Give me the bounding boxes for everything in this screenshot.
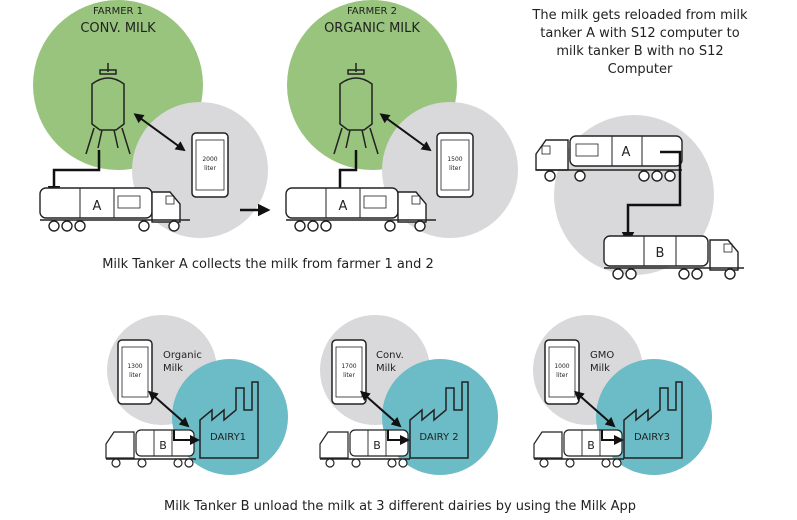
dairy-label: DAIRY3 [634,432,670,443]
reload-group: The milk gets reloaded from milk tanker … [531,8,748,280]
phone-unit: liter [204,165,216,172]
phone-factory-arrow [360,390,402,428]
tanker-letter: B [373,439,381,452]
collect-caption: Milk Tanker A collects the milk from far… [102,257,434,272]
tanker-to-dairy-arrow [387,430,410,445]
dairy-3-circle [596,359,712,475]
silo-icon [85,63,131,155]
tanker-to-dairy-arrow [601,430,624,445]
tanker-letter: B [656,246,665,261]
dairy-1-circle [172,359,288,475]
reload-text-line4: Computer [608,62,673,77]
transfer-arrow [621,150,682,245]
phone-value: 1500 [447,156,462,163]
farmer-1-label-line1: FARMER 1 [93,6,143,17]
silo-phone-arrow [379,113,432,152]
tanker-b-icon: B [533,429,624,468]
tanker-b-icon: B [603,235,744,280]
farmer-2-label-line1: FARMER 2 [347,6,397,17]
dairy-3-group: 1000 liter GMO Milk DAIRY3 B [533,315,712,475]
phone-icon: 1000 liter [544,339,580,405]
farmer-1-label-line2: CONV. MILK [80,21,156,36]
milk-type-line1: Organic [163,350,202,361]
phone-icon: 1300 liter [117,339,153,405]
phone-icon: 2000 liter [191,132,229,198]
phone-unit: liter [449,165,461,172]
tanker-letter: B [159,439,167,452]
silo-phone-arrow [133,113,186,152]
factory-icon [409,381,469,459]
phone-unit: liter [556,372,568,379]
milk-type-line2: Milk [590,363,610,374]
tanker-to-dairy-arrow [173,430,200,445]
tanker-a-icon: A [285,187,436,232]
silo-to-tanker-arrow [333,150,358,203]
tanker-letter: A [339,199,348,214]
tanker-a-icon: A [39,187,190,232]
farmer-2-label-line2: ORGANIC MILK [324,21,420,36]
milk-type-line2: Milk [163,363,183,374]
dairy-label: DAIRY1 [210,432,246,443]
dairy-2-group: 1700 liter Conv. Milk DAIRY 2 B [319,315,498,475]
tanker-letter: A [622,145,631,160]
tanker-letter: A [93,199,102,214]
phone-value: 1700 [341,363,356,370]
phone-value: 1300 [127,363,142,370]
milk-type-line1: Conv. [376,350,404,361]
tanker-a-icon: A [535,135,683,182]
reload-text-line1: The milk gets reloaded from milk [531,8,748,23]
milk-type-line2: Milk [376,363,396,374]
tanker-b-icon: B [105,429,196,468]
phone-factory-arrow [148,390,190,428]
dairy-label: DAIRY 2 [419,432,458,443]
tanker-b-icon: B [319,429,410,468]
farmer-2-group: FARMER 2 ORGANIC MILK 1500 liter [285,0,518,238]
silo-icon [333,63,379,155]
dairy-1-group: 1300 liter Organic Milk DAIRY1 B [105,315,288,475]
dairy-2-circle [382,359,498,475]
phone-unit: liter [343,372,355,379]
phone-factory-arrow [574,390,616,428]
phone-unit: liter [129,372,141,379]
reload-text-line3: milk tanker B with no S12 [556,44,723,59]
phone-icon: 1500 liter [436,132,474,198]
factory-icon [199,381,259,459]
phone-icon: 1700 liter [331,339,367,405]
farmer-1-group: FARMER 1 CONV. MILK 2000 liter [33,0,268,238]
factory-icon [623,381,683,459]
phone-value: 1000 [554,363,569,370]
reload-text-line2: tanker A with S12 computer to [540,26,739,41]
tanker-letter: B [587,439,595,452]
silo-to-tanker-arrow [47,150,101,199]
phone-value: 2000 [202,156,217,163]
unload-caption: Milk Tanker B unload the milk at 3 diffe… [164,499,636,514]
milk-type-line1: GMO [590,350,614,361]
